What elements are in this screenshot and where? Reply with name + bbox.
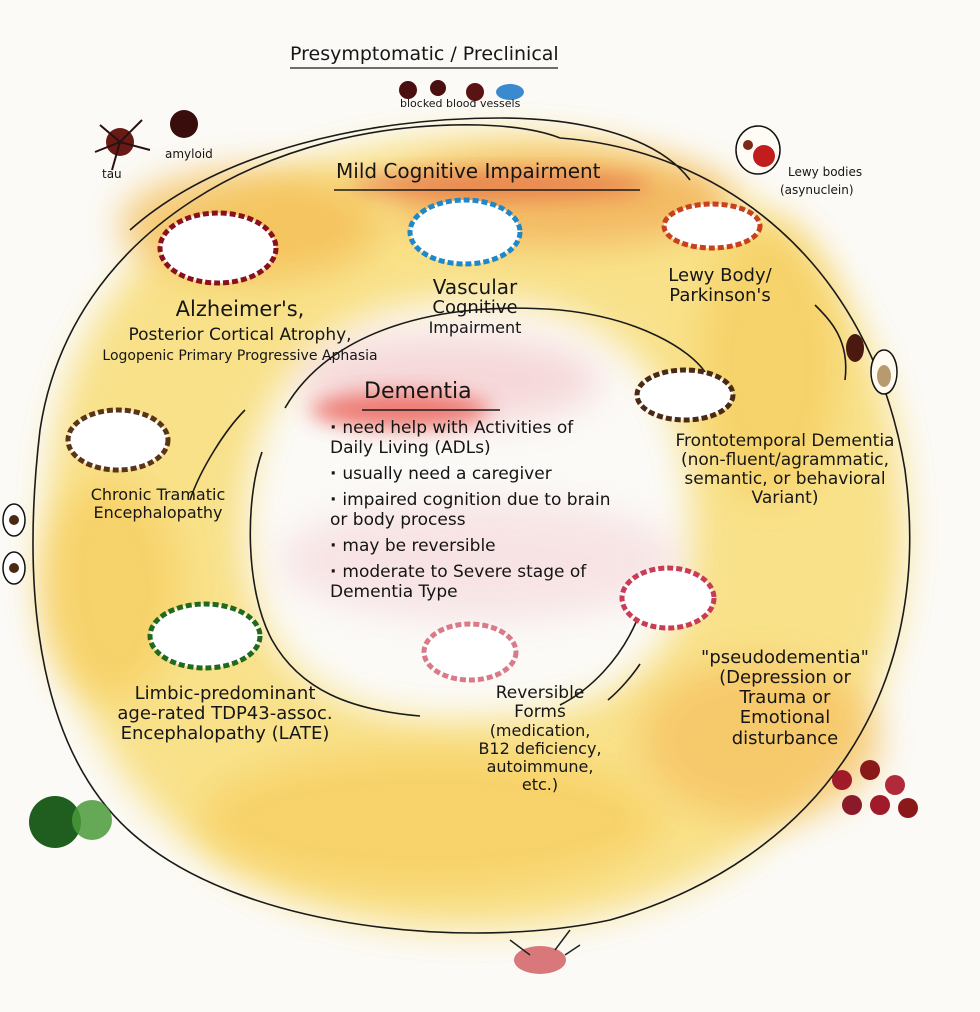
ftd-brain-icon — [634, 367, 736, 423]
pseudo-brain-icon — [619, 565, 717, 631]
pseudo-line-3: Trauma or — [739, 687, 831, 709]
lewy-brain-icon — [661, 201, 763, 251]
cte-label: Chronic Tramatic Encephalopathy — [58, 486, 258, 522]
lewy-bodies-icon — [735, 125, 781, 175]
cte-line-2: Encephalopathy — [93, 502, 223, 522]
reversible-line-4: B12 deficiency, — [478, 738, 602, 758]
reversible-line-3: (medication, — [489, 721, 591, 741]
vascular-label: Vascular Cognitive Impairment — [395, 276, 555, 336]
reversible-line-1: Reversible — [495, 683, 585, 703]
blocked-vessels-icon — [399, 80, 524, 101]
dementia-bullet: moderate to Severe stage of Dementia Typ… — [330, 562, 620, 602]
inflammation-cells-icon — [832, 760, 918, 818]
pseudodementia-label: "pseudodementia" (Depression or Trauma o… — [640, 647, 930, 749]
eye-icon — [2, 503, 26, 585]
dementia-bullet: may be reversible — [330, 536, 620, 556]
lewy-body-label: Lewy Body/ Parkinson's — [640, 265, 800, 307]
dementia-bullet: impaired cognition due to brain or body … — [330, 490, 620, 530]
stage-label-presymptomatic: Presymptomatic / Preclinical — [290, 43, 559, 65]
ftd-line-4: Variant) — [751, 488, 819, 509]
lewy-line-1: Lewy Body/ — [668, 265, 772, 286]
reversible-line-6: etc.) — [521, 774, 559, 794]
ftd-line-2: (non-fluent/agrammatic, — [680, 450, 890, 471]
cte-line-1: Chronic Tramatic — [90, 485, 226, 504]
late-line-2: age-rated TDP43-assoc. — [117, 703, 333, 725]
ftd-neuron-icon — [846, 334, 898, 395]
ftd-label: Frontotemporal Dementia (non-fluent/agra… — [635, 431, 935, 509]
dementia-title: Dementia — [364, 379, 472, 404]
dementia-bullet-list: need help with Activities of Daily Livin… — [330, 418, 620, 608]
cte-brain-icon — [65, 407, 171, 473]
reversible-line-2: Forms — [514, 702, 566, 723]
tau-icon — [94, 119, 151, 171]
pseudo-line-1: "pseudodementia" — [701, 647, 869, 668]
alzheimers-brain-icon — [157, 210, 279, 286]
presymptomatic-ring — [129, 117, 691, 231]
reversible-line-5: autoimmune, — [486, 756, 594, 776]
ftd-line-1: Frontotemporal Dementia — [675, 431, 895, 451]
mci-outer-ring — [32, 124, 911, 934]
late-brain-icon — [147, 601, 263, 671]
alzheimers-label: Alzheimer's, Posterior Cortical Atrophy,… — [90, 297, 390, 364]
blocked-vessels-label: blocked blood vessels — [400, 97, 521, 110]
late-label: Limbic-predominant age-rated TDP43-assoc… — [60, 683, 390, 745]
late-line-3: Encephalopathy (LATE) — [120, 723, 330, 745]
dementia-bullet: need help with Activities of Daily Livin… — [330, 418, 620, 458]
alzheimers-line-2: Posterior Cortical Atrophy, — [128, 324, 352, 345]
amyloid-icon — [170, 110, 198, 138]
reversible-label: Reversible Forms (medication, B12 defici… — [440, 683, 640, 794]
vascular-line-2: Cognitive — [432, 297, 518, 319]
lewy-bodies-sub-label: (asynuclein) — [780, 183, 854, 197]
vascular-line-1: Vascular — [432, 275, 518, 299]
dementia-bullet: usually need a caregiver — [330, 464, 620, 484]
reversible-brain-icon — [421, 621, 519, 683]
mci-title: Mild Cognitive Impairment — [336, 159, 601, 183]
vascular-brain-icon — [407, 197, 523, 267]
stage-rings — [32, 117, 911, 934]
vascular-line-3: Impairment — [428, 317, 522, 337]
green-cell-icon — [29, 796, 112, 848]
pathology-markers — [2, 80, 918, 974]
tau-label: tau — [102, 167, 122, 181]
lewy-line-2: Parkinson's — [669, 285, 771, 307]
dementia-ring — [284, 307, 706, 409]
amyloid-label: amyloid — [165, 147, 213, 161]
ftd-line-3: semantic, or behavioral — [684, 469, 886, 490]
pseudo-line-5: disturbance — [731, 727, 839, 749]
late-line-1: Limbic-predominant — [134, 683, 316, 704]
alzheimers-line-1: Alzheimer's, — [175, 297, 305, 321]
lewy-bodies-label: Lewy bodies — [788, 165, 863, 179]
pseudo-line-2: (Depression or — [719, 667, 851, 689]
alzheimers-line-3: Logopenic Primary Progressive Aphasia — [102, 347, 378, 364]
brain-blobs — [65, 197, 763, 683]
pseudo-line-4: Emotional — [739, 707, 831, 729]
bottom-neuron-icon — [509, 929, 581, 974]
